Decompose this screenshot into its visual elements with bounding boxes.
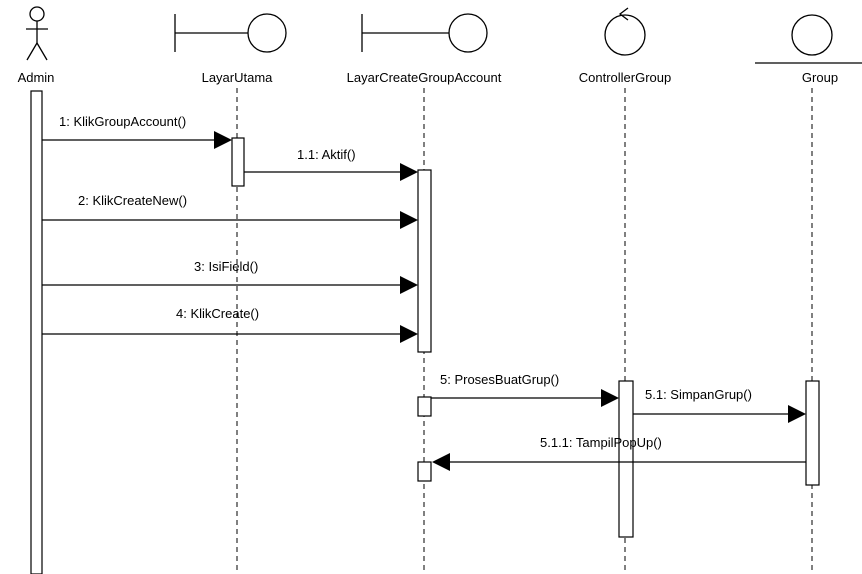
actor-icon: [26, 6, 48, 61]
participant-label-layarcreate: LayarCreateGroupAccount: [347, 70, 502, 85]
message-5-1: 5.1: SimpanGrup(): [633, 387, 806, 423]
activation-layarcreate: [417, 169, 432, 353]
message-label: 5: ProsesBuatGrup(): [440, 372, 559, 387]
message-1: 1: KlikGroupAccount(): [42, 114, 232, 149]
activation-layarcreate-2: [417, 396, 432, 417]
activation-controller: [618, 380, 634, 538]
participant-admin: Admin: [18, 6, 55, 85]
message-label: 4: KlikCreate(): [176, 306, 259, 321]
message-5: 5: ProsesBuatGrup(): [431, 372, 619, 407]
participant-label-admin: Admin: [18, 70, 55, 85]
message-label: 5.1: SimpanGrup(): [645, 387, 752, 402]
message-label: 3: IsiField(): [194, 259, 258, 274]
arrowhead-icon: [214, 131, 232, 149]
message-label: 1: KlikGroupAccount(): [59, 114, 186, 129]
activation-layarutama: [231, 137, 245, 187]
boundary-icon: [361, 13, 488, 53]
activations: [30, 90, 820, 574]
arrowhead-icon: [400, 276, 418, 294]
entity-icon: [755, 14, 862, 64]
message-label: 1.1: Aktif(): [297, 147, 356, 162]
activation-layarcreate-3: [417, 461, 432, 482]
participant-layarcreate: LayarCreateGroupAccount: [347, 13, 502, 85]
arrowhead-icon: [432, 453, 450, 471]
message-label: 2: KlikCreateNew(): [78, 193, 187, 208]
participant-label-layarutama: LayarUtama: [202, 70, 274, 85]
control-icon: [604, 7, 646, 56]
message-3: 3: IsiField(): [42, 259, 418, 294]
participant-label-controller: ControllerGroup: [579, 70, 672, 85]
message-1-1: 1.1: Aktif(): [244, 147, 418, 181]
message-4: 4: KlikCreate(): [42, 306, 418, 343]
activation-admin: [30, 90, 43, 574]
participant-group: Group: [755, 14, 862, 85]
arrowhead-icon: [400, 163, 418, 181]
participant-layarutama: LayarUtama: [174, 13, 287, 85]
activation-group: [805, 380, 820, 486]
message-5-1-1: 5.1.1: TampilPopUp(): [432, 435, 806, 471]
boundary-icon: [174, 13, 287, 53]
participant-controller: ControllerGroup: [579, 7, 672, 85]
participant-label-group: Group: [802, 70, 838, 85]
message-2: 2: KlikCreateNew(): [42, 193, 418, 229]
lifelines: [236, 88, 813, 574]
arrowhead-icon: [400, 211, 418, 229]
arrowhead-icon: [788, 405, 806, 423]
arrowhead-icon: [400, 325, 418, 343]
message-label: 5.1.1: TampilPopUp(): [540, 435, 662, 450]
arrowhead-icon: [601, 389, 619, 407]
